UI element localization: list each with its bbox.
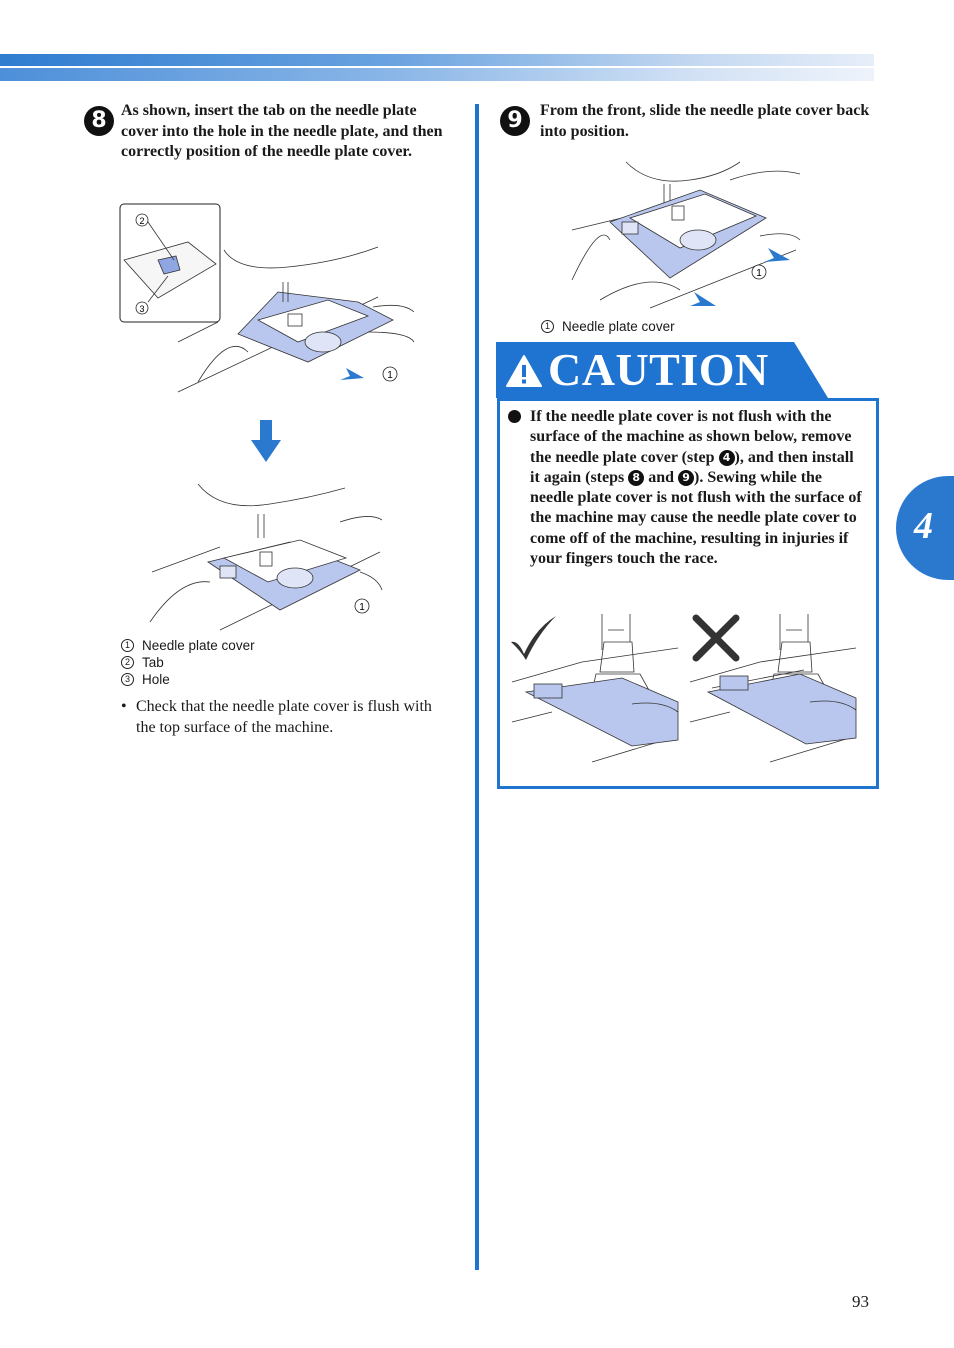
arrow-down-icon — [251, 420, 281, 462]
caution-header — [496, 342, 828, 398]
step-ref-9: 9 — [678, 469, 695, 486]
bullet-dot-icon — [508, 410, 521, 423]
step-9-illustration: 1 — [571, 161, 801, 309]
callout-3: 3 — [139, 304, 144, 314]
callout-2: 2 — [139, 216, 144, 226]
callout-1-step9: 1 — [756, 268, 762, 279]
column-divider — [475, 104, 479, 1270]
step-9-number: 9 — [500, 106, 530, 136]
step-ref-4: 4 — [718, 449, 735, 466]
check-mark-icon — [511, 616, 556, 660]
step-8-illustration-positioned: 1 — [149, 483, 383, 631]
incorrect-example-illustration — [689, 614, 857, 763]
cross-mark-icon — [692, 614, 740, 662]
caution-text: If the needle plate cover is not flush w… — [530, 408, 862, 568]
callout-1-b: 1 — [359, 602, 365, 613]
step-ref-8: 8 — [628, 469, 645, 486]
chapter-tab[interactable]: 4 — [896, 476, 954, 580]
page-number: 93 — [852, 1292, 869, 1311]
header-band-bottom — [0, 68, 874, 81]
step-9-text: From the front, slide the needle plate c… — [540, 102, 870, 140]
step-8-number: 8 — [84, 106, 114, 136]
callout-1: 1 — [387, 370, 393, 381]
caution-box — [497, 398, 879, 789]
step-8-illustration-insert: 2 3 1 — [119, 203, 415, 393]
correct-example-illustration — [511, 614, 679, 763]
step-8-text: As shown, insert the tab on the needle p… — [121, 102, 443, 160]
caution-title: CAUTION — [548, 344, 769, 395]
warning-triangle-icon — [506, 355, 542, 387]
chapter-tab-number: 4 — [914, 505, 933, 547]
header-band-top — [0, 54, 874, 66]
step-8-note: • Check that the needle plate cover is f… — [121, 698, 432, 736]
